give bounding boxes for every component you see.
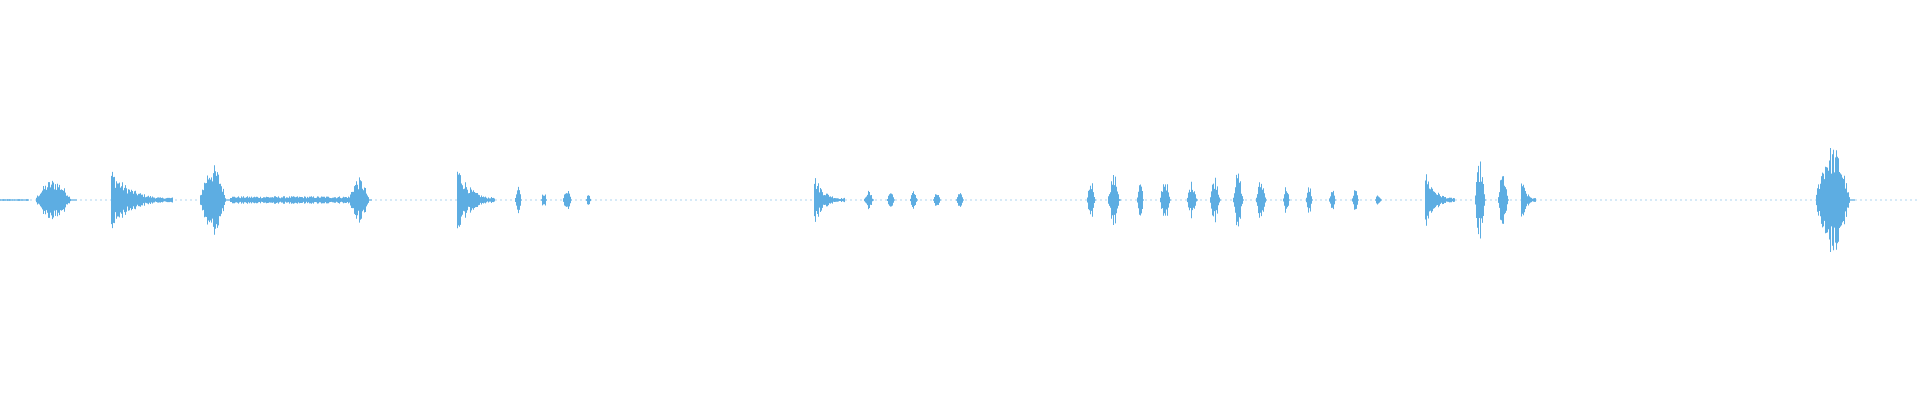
waveform-bars (0, 148, 1855, 252)
